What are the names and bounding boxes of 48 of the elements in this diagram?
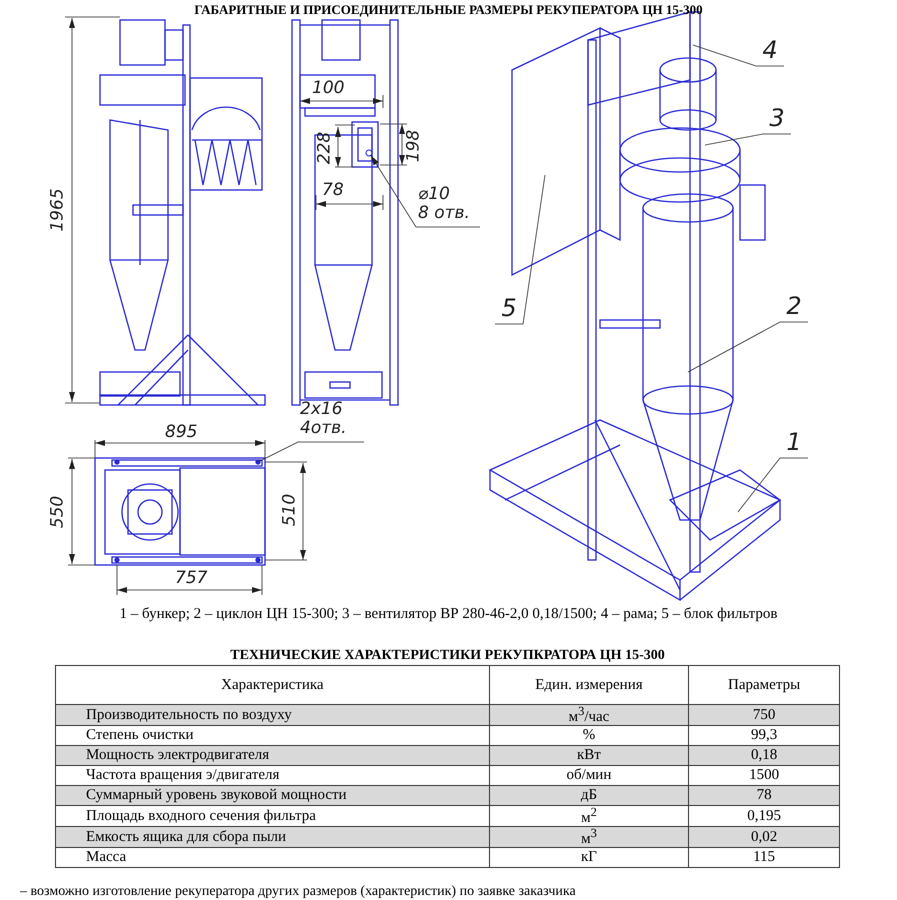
dimension-value: 895 <box>165 424 198 441</box>
hole-spec: 8 отв. <box>418 204 470 222</box>
callout-number: 2 <box>782 294 806 318</box>
table-cell: Параметры <box>688 666 840 704</box>
table-cell: 78 <box>688 786 840 806</box>
dimension-value: 757 <box>175 570 208 587</box>
dimension-value: 100 <box>312 80 344 97</box>
table-cell: Емкость ящика для сбора пыли <box>56 826 490 848</box>
note: – возможно изготовление рекуператора других размеров (характеристик) по заявке заказчика <box>20 884 576 900</box>
dimension-value: 198 <box>406 130 422 162</box>
callout-number: 1 <box>782 430 806 454</box>
table-cell: Един. измерения <box>489 666 689 704</box>
dimension-value: 550 <box>50 496 66 528</box>
table-cell: 0,18 <box>688 746 840 766</box>
table-cell: Характеристика <box>56 666 490 704</box>
hole-spec: ⌀10 <box>418 185 451 204</box>
parts-key: 1 – бункер; 2 – циклон ЦН 15-300; 3 – вентилятор ВР 280-46-2,0 0,18/1500; 4 – рама; 5 – блок фильтров <box>0 606 897 623</box>
leader-line <box>738 458 808 512</box>
table-title: ТЕХНИЧЕСКИЕ ХАРАКТЕРИСТИКИ РЕКУПКРАТОРА ЦН 15-300 <box>229 648 666 664</box>
hole-spec: 4отв. <box>300 418 347 438</box>
dimension-value: 1965 <box>50 188 66 232</box>
table-cell: дБ <box>489 786 689 806</box>
table-cell: 0,02 <box>688 826 840 848</box>
callout-number: 4 <box>758 38 782 62</box>
table-cell: кВт <box>489 746 689 766</box>
table-cell: 115 <box>688 848 840 868</box>
table-cell: м$^{3}$/час <box>489 704 689 726</box>
hole-spec: 2x16 <box>300 400 344 419</box>
callout-number: 3 <box>765 106 789 130</box>
callout-number: 5 <box>497 296 521 320</box>
leader-line <box>692 44 784 66</box>
table-cell: кГ <box>489 848 689 868</box>
dimension-value: 78 <box>322 182 344 199</box>
table-cell: 750 <box>688 704 840 726</box>
leader-line <box>494 174 546 324</box>
mounting-hole <box>366 150 372 156</box>
table-cell: м$^{3}$ <box>489 826 689 848</box>
table-cell: Масса <box>56 848 490 868</box>
table-cell: Суммарный уровень звуковой мощности <box>56 786 490 806</box>
dimension-value: 228 <box>316 132 334 164</box>
leader-line <box>688 322 808 372</box>
leader-line <box>704 134 792 146</box>
leader-line <box>258 442 364 462</box>
leader-line <box>370 155 480 228</box>
table-cell: Производительность по воздуху <box>56 704 490 726</box>
table-cell: Мощность электродвигателя <box>56 746 490 766</box>
heading: ГАБАРИТНЫЕ И ПРИСОЕДИНИТЕЛЬНЫЕ РАЗМЕРЫ РЕКУПЕРАТОРА ЦН 15-300 <box>193 2 704 18</box>
dimension-value: 510 <box>282 494 298 526</box>
